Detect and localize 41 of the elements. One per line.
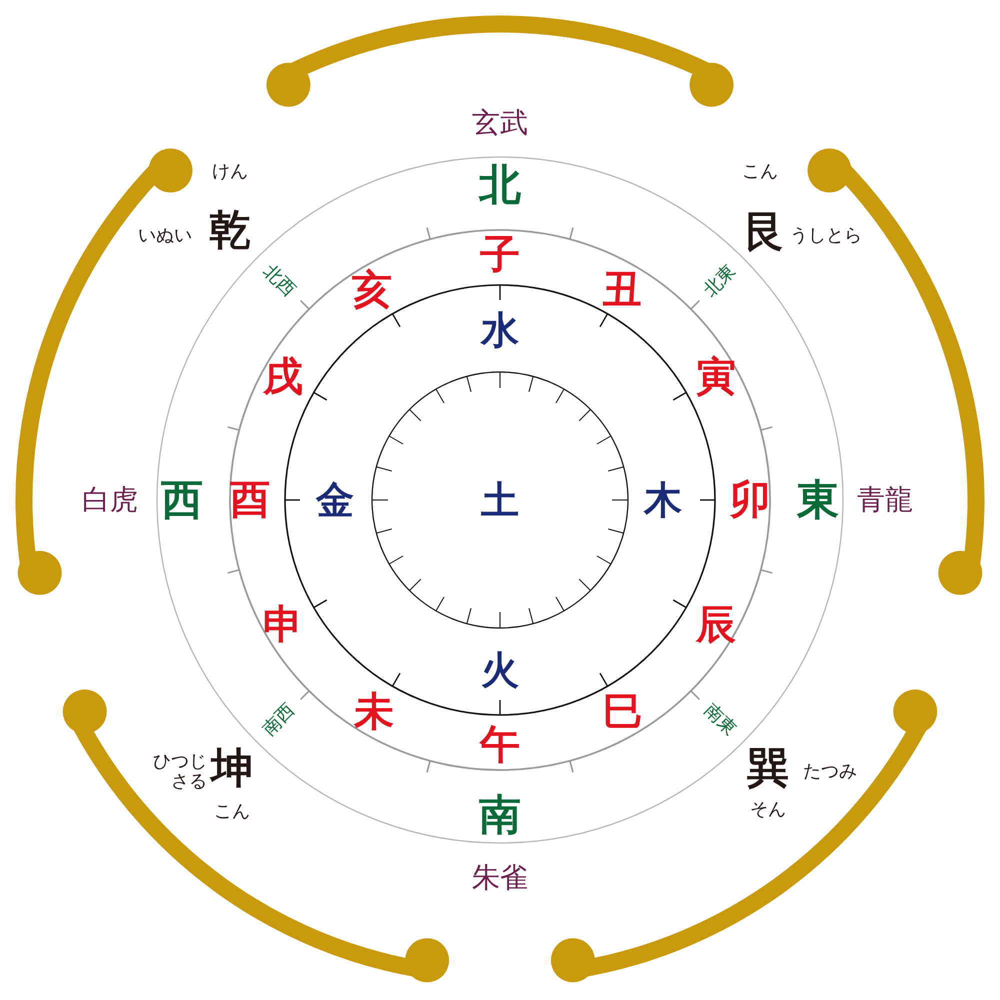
- kana-reading: ひつじさる: [153, 752, 207, 792]
- direction-label: 南東: [700, 700, 740, 740]
- kana-reading: たつみ: [803, 763, 857, 781]
- direction-label: 南西: [260, 700, 298, 740]
- trigram-character: 艮: [744, 211, 786, 253]
- kana-reading: そん: [750, 801, 786, 819]
- guardian-name: 青龍: [857, 486, 913, 514]
- branch-character: 申: [263, 605, 303, 645]
- element-character: 土: [481, 481, 519, 519]
- element-character: 水: [481, 311, 519, 349]
- direction-label: 北西: [260, 262, 298, 300]
- kana-reading: こん: [742, 163, 778, 181]
- direction-label: 北東: [700, 262, 740, 300]
- direction-character: 西: [161, 479, 203, 521]
- branch-character: 寅: [696, 357, 736, 397]
- kana-reading: いぬい: [138, 227, 192, 245]
- kana-reading: こん: [214, 803, 250, 821]
- branch-character: 丑: [602, 270, 642, 310]
- guardian-name: 白虎: [82, 486, 138, 514]
- guardian-name: 玄武: [472, 109, 528, 137]
- trigram-character: 坤: [211, 747, 253, 789]
- branch-character: 巳: [603, 692, 643, 732]
- element-character: 木: [644, 481, 682, 519]
- branch-character: 辰: [696, 605, 736, 645]
- branch-character: 午: [480, 725, 520, 765]
- direction-character: 南: [479, 794, 521, 836]
- branch-character: 子: [480, 235, 520, 275]
- branch-character: 戌: [263, 357, 303, 397]
- branch-character: 酉: [230, 480, 270, 520]
- kana-reading: うしとら: [790, 227, 862, 245]
- trigram-character: 巽: [747, 747, 789, 789]
- branch-character: 卯: [730, 480, 770, 520]
- element-character: 火: [481, 651, 519, 689]
- branch-character: 未: [354, 692, 394, 732]
- kana-reading: けん: [212, 163, 248, 181]
- direction-character: 東: [797, 479, 839, 521]
- direction-character: 北: [479, 164, 521, 206]
- trigram-character: 乾: [209, 209, 251, 251]
- guardian-name: 朱雀: [472, 864, 528, 892]
- branch-character: 亥: [352, 270, 392, 310]
- element-character: 金: [316, 481, 354, 519]
